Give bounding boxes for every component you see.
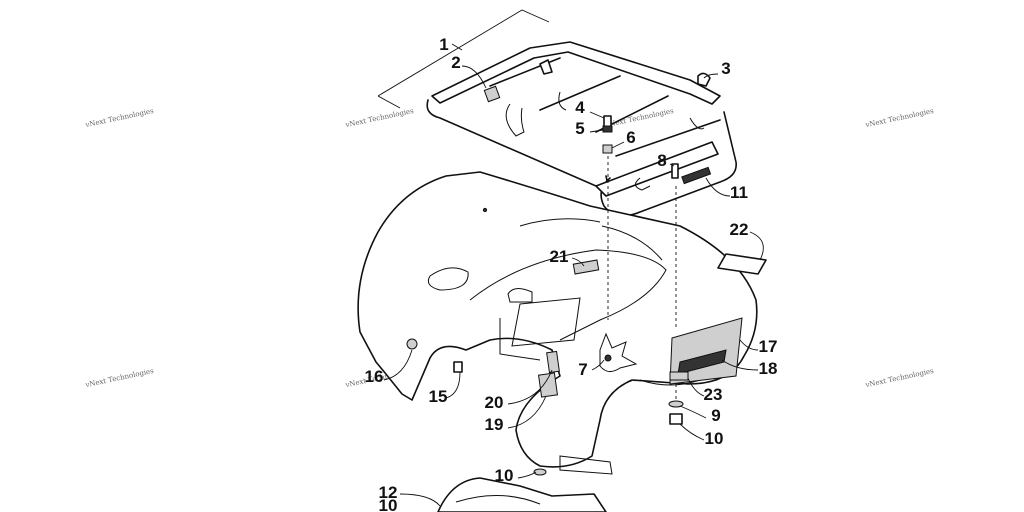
watermark-text: vNext Technologies: [84, 367, 155, 390]
rear-fender: [357, 171, 758, 475]
callout-18: 18: [759, 359, 778, 378]
callout-8: 8: [657, 151, 666, 170]
callout-11: 11: [730, 183, 748, 202]
callout-10: 10: [495, 466, 514, 485]
callout-9: 9: [711, 406, 720, 425]
callout-15: 15: [429, 387, 448, 406]
callout-12: 12: [379, 483, 398, 502]
callout-5: 5: [575, 119, 584, 138]
watermark-text: vNext Technologies: [344, 107, 415, 130]
callout-4: 4: [575, 98, 585, 117]
callout-17: 17: [759, 337, 778, 356]
watermark-text: vNext Technologies: [84, 107, 155, 130]
callout-20: 20: [485, 393, 504, 412]
fasteners: [453, 361, 684, 476]
assembly-bracket: [377, 9, 550, 109]
callout-16: 16: [365, 367, 384, 386]
watermark-text: vNext Technologies: [864, 107, 935, 130]
callout-1: 1: [439, 35, 448, 54]
callout-2: 2: [451, 53, 460, 72]
callout-6: 6: [626, 128, 635, 147]
callout-23: 23: [704, 385, 723, 404]
lower-panel: [437, 477, 607, 512]
callout-3: 3: [721, 59, 730, 78]
watermark-text: vNext Technologies: [864, 367, 935, 390]
callout-10: 10: [379, 496, 398, 512]
rack-hardware: [602, 115, 679, 179]
leader-lines: [383, 65, 764, 507]
callout-22: 22: [730, 220, 749, 239]
rear-rack: [426, 41, 737, 217]
callout-21: 21: [550, 247, 569, 266]
decals: [537, 253, 767, 398]
alignment-lines: [607, 156, 677, 402]
callout-19: 19: [485, 415, 504, 434]
callout-7: 7: [578, 360, 587, 379]
callout-10: 10: [705, 429, 724, 448]
